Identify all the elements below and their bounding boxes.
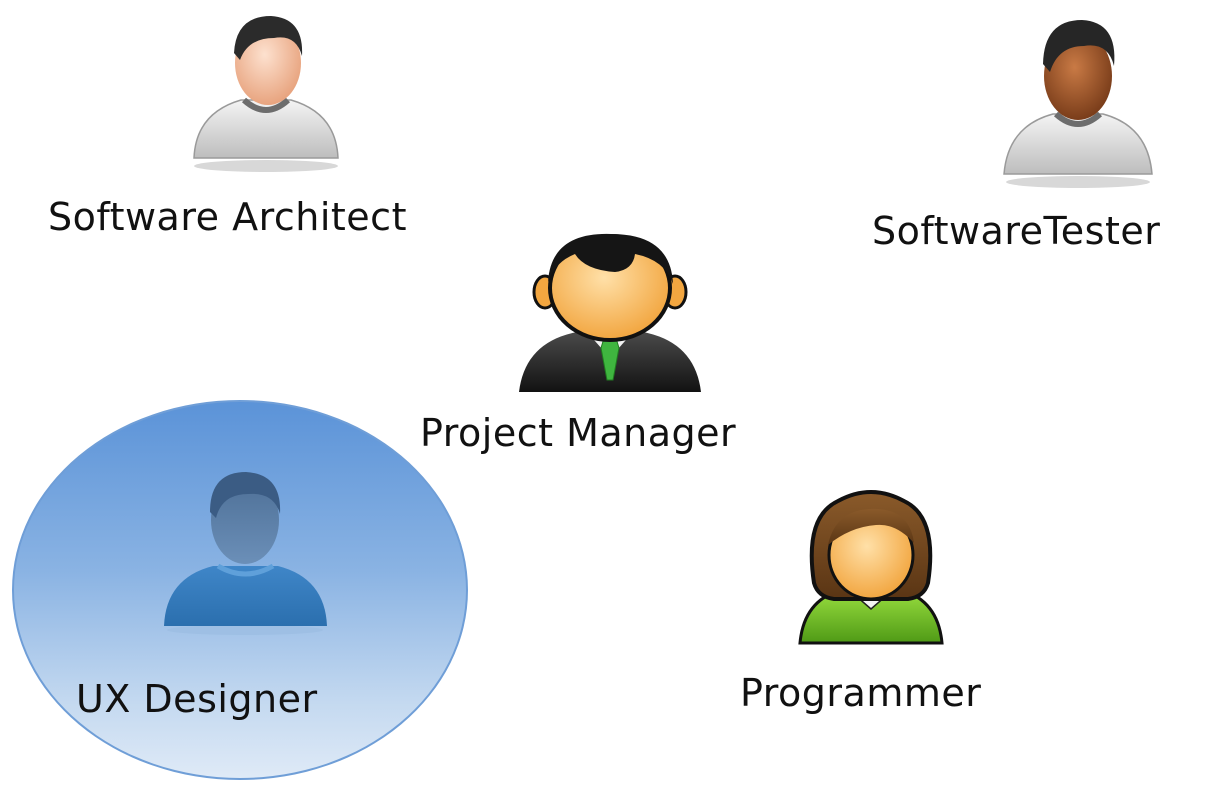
software-architect-label: Software Architect xyxy=(48,195,407,239)
programmer-label: Programmer xyxy=(740,671,982,715)
person-dark-skin-grey-shirt-icon xyxy=(1003,20,1153,188)
software-tester-label: SoftwareTester xyxy=(872,209,1161,253)
manager-suit-tie-icon xyxy=(519,233,701,392)
person-grey-shirt-icon xyxy=(193,16,339,172)
person-silhouette-icon xyxy=(164,472,327,635)
project-manager-label: Project Manager xyxy=(420,411,737,455)
woman-green-shirt-icon xyxy=(798,490,944,645)
ux-designer-label: UX Designer xyxy=(76,677,318,721)
